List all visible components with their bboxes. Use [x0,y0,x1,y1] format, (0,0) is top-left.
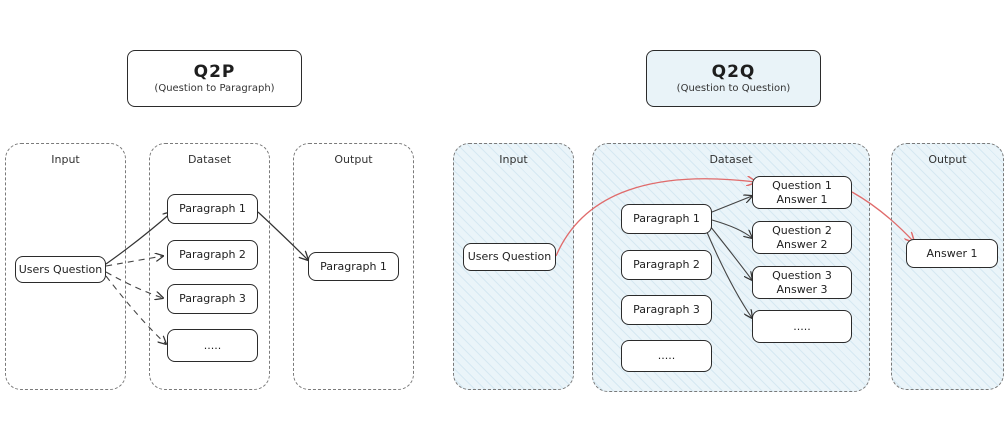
q2p-paragraph-node: Paragraph 3 [167,284,258,314]
q2q-ellipsis-text: ..... [657,349,676,362]
q2p-paragraph-text: Paragraph 3 [179,292,246,305]
q2q-qa-pair-node: Question 2 Answer 2 [752,221,852,254]
q2q-users-question-text: Users Question [467,250,552,263]
q2q-dataset-label: Dataset [709,153,753,166]
q2q-title-card: Q2Q (Question to Question) [646,50,821,107]
q2p-subtitle: (Question to Paragraph) [154,82,275,94]
q2q-answer-text: Answer 1 [776,192,828,206]
q2q-question-text: Question 3 [772,268,832,282]
q2p-users-question-node: Users Question [15,256,106,283]
q2q-question-text: Question 2 [772,223,832,237]
q2q-paragraph-node: Paragraph 2 [621,250,712,280]
q2q-qa-pair-node: Question 1 Answer 1 [752,176,852,209]
q2q-ellipsis-qa-text: ..... [793,319,811,333]
q2p-title-card: Q2P (Question to Paragraph) [127,50,302,107]
q2p-users-question-text: Users Question [18,262,103,276]
q2p-paragraph-node: Paragraph 1 [167,194,258,224]
q2q-output-text: Answer 1 [926,246,978,260]
q2q-question-text: Question 1 [772,178,832,192]
q2p-output-node: Paragraph 1 [308,252,399,281]
q2p-ellipsis-text: ..... [203,338,222,352]
q2p-input-label: Input [51,153,80,166]
q2q-title: Q2Q [711,61,756,82]
q2p-ellipsis-node: ..... [167,329,258,362]
q2q-input-label: Input [499,153,528,166]
q2q-paragraph-text: Paragraph 2 [633,258,700,271]
q2q-ellipsis-qa-node: ..... [752,310,852,343]
q2q-output-node: Answer 1 [906,239,998,268]
q2q-users-question-node: Users Question [463,243,556,271]
q2p-output-zone: Output [293,143,414,390]
q2p-title: Q2P [193,61,236,82]
q2q-subtitle: (Question to Question) [676,82,791,94]
q2q-paragraph-node: Paragraph 3 [621,295,712,325]
q2q-paragraph-text: Paragraph 3 [633,303,700,316]
q2q-paragraph-text: Paragraph 1 [633,212,700,225]
q2q-output-label: Output [928,153,967,166]
q2q-answer-text: Answer 2 [776,237,828,251]
q2q-paragraph-node: Paragraph 1 [621,204,712,234]
q2p-paragraph-node: Paragraph 2 [167,240,258,270]
q2q-answer-text: Answer 3 [776,282,828,296]
q2p-paragraph-text: Paragraph 1 [179,202,246,215]
q2p-output-text: Paragraph 1 [320,259,387,273]
q2p-paragraph-text: Paragraph 2 [179,248,246,261]
q2p-output-label: Output [334,153,373,166]
q2p-dataset-label: Dataset [187,153,232,166]
q2q-ellipsis-node: ..... [621,340,712,372]
q2q-qa-pair-node: Question 3 Answer 3 [752,266,852,299]
